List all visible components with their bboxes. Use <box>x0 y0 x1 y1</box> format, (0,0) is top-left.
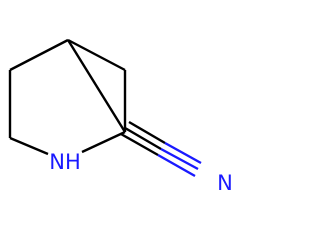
bond-c4-nh <box>9 136 49 156</box>
bond-nh-c1 <box>81 130 126 154</box>
nitrile-bond-line-1-n <box>160 147 199 171</box>
atom-label-n: N <box>217 171 233 195</box>
nitrile-bond-line-3 <box>128 120 166 145</box>
nitrile-triple-bond <box>120 120 202 178</box>
molecule-structure: NH N <box>8 38 233 195</box>
nitrile-bond-line-2 <box>120 132 159 157</box>
nitrile-bond-line-2-n <box>157 153 196 178</box>
bond-bridgehead-c1 <box>66 39 127 133</box>
bond-bridgehead-c6 <box>67 38 126 72</box>
ring-bonds <box>8 38 127 156</box>
bond-c5-bridgehead <box>9 38 69 72</box>
nitrile-bond-line-3-n <box>164 141 202 165</box>
atom-label-nh: NH <box>49 150 81 174</box>
nitrile-bond-line-1 <box>124 126 162 151</box>
